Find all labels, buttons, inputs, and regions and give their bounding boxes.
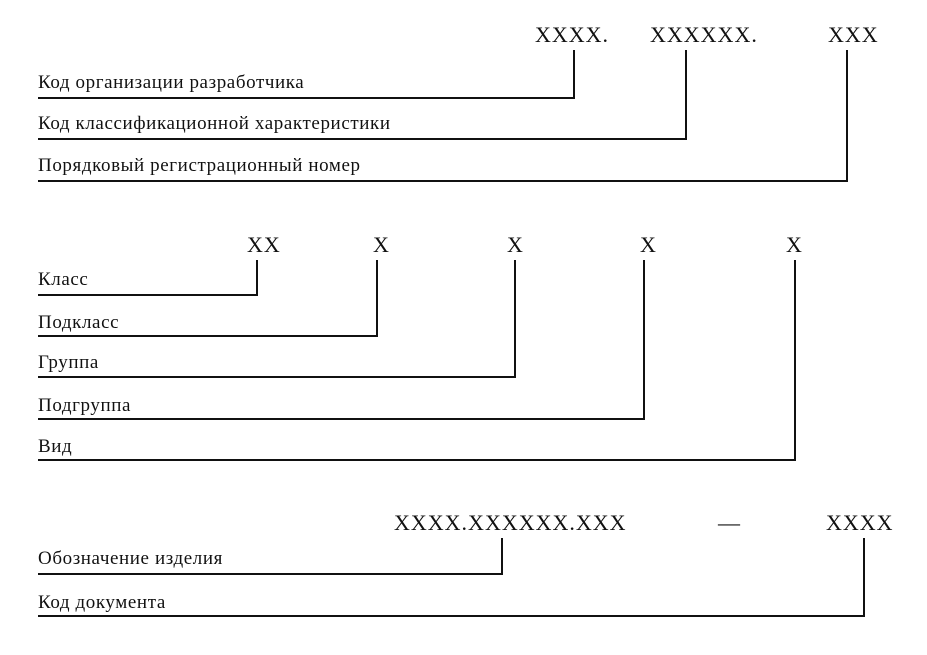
label-document-code: Код документа [38,592,166,613]
connector-horizontal-subclass [38,335,378,337]
code-subgroup: X [640,232,657,257]
label-group: Группа [38,352,99,373]
connector-vertical-product-designation [501,538,503,575]
label-kind: Вид [38,436,73,457]
label-product-designation: Обозначение изделия [38,548,223,569]
connector-horizontal-document-code [38,615,865,617]
connector-horizontal-classification [38,138,687,140]
connector-vertical-subgroup [643,260,645,420]
code-registration-number: XXX [828,22,879,47]
connector-horizontal-organization [38,97,575,99]
connector-vertical-organization [573,50,575,99]
connector-horizontal-class [38,294,258,296]
connector-vertical-class [256,260,258,296]
connector-vertical-subclass [376,260,378,337]
label-registration-number: Порядковый регистрационный номер [38,155,361,176]
code-class: XX [247,232,281,257]
code-group: X [507,232,524,257]
code-kind: X [786,232,803,257]
connector-vertical-document-code [863,538,865,617]
dash-separator: — [718,510,741,535]
label-developer-organization-code: Код организации разработчика [38,72,305,93]
label-subgroup: Подгруппа [38,395,132,416]
connector-horizontal-subgroup [38,418,645,420]
code-product-designation: XXXX.XXXXXX.XXX [394,510,627,535]
connector-vertical-registration [846,50,848,182]
connector-horizontal-registration [38,180,848,182]
code-subclass: X [373,232,390,257]
connector-horizontal-product-designation [38,573,503,575]
connector-vertical-group [514,260,516,378]
label-class: Класс [38,269,89,290]
code-classification: XXXXXX. [650,22,758,47]
connector-vertical-kind [794,260,796,461]
code-document: XXXX [826,510,894,535]
connector-vertical-classification [685,50,687,140]
connector-horizontal-group [38,376,516,378]
label-subclass: Подкласс [38,312,120,333]
code-organization: XXXX. [535,22,610,47]
connector-horizontal-kind [38,459,796,461]
label-classification-characteristic-code: Код классификационной характеристики [38,113,391,134]
